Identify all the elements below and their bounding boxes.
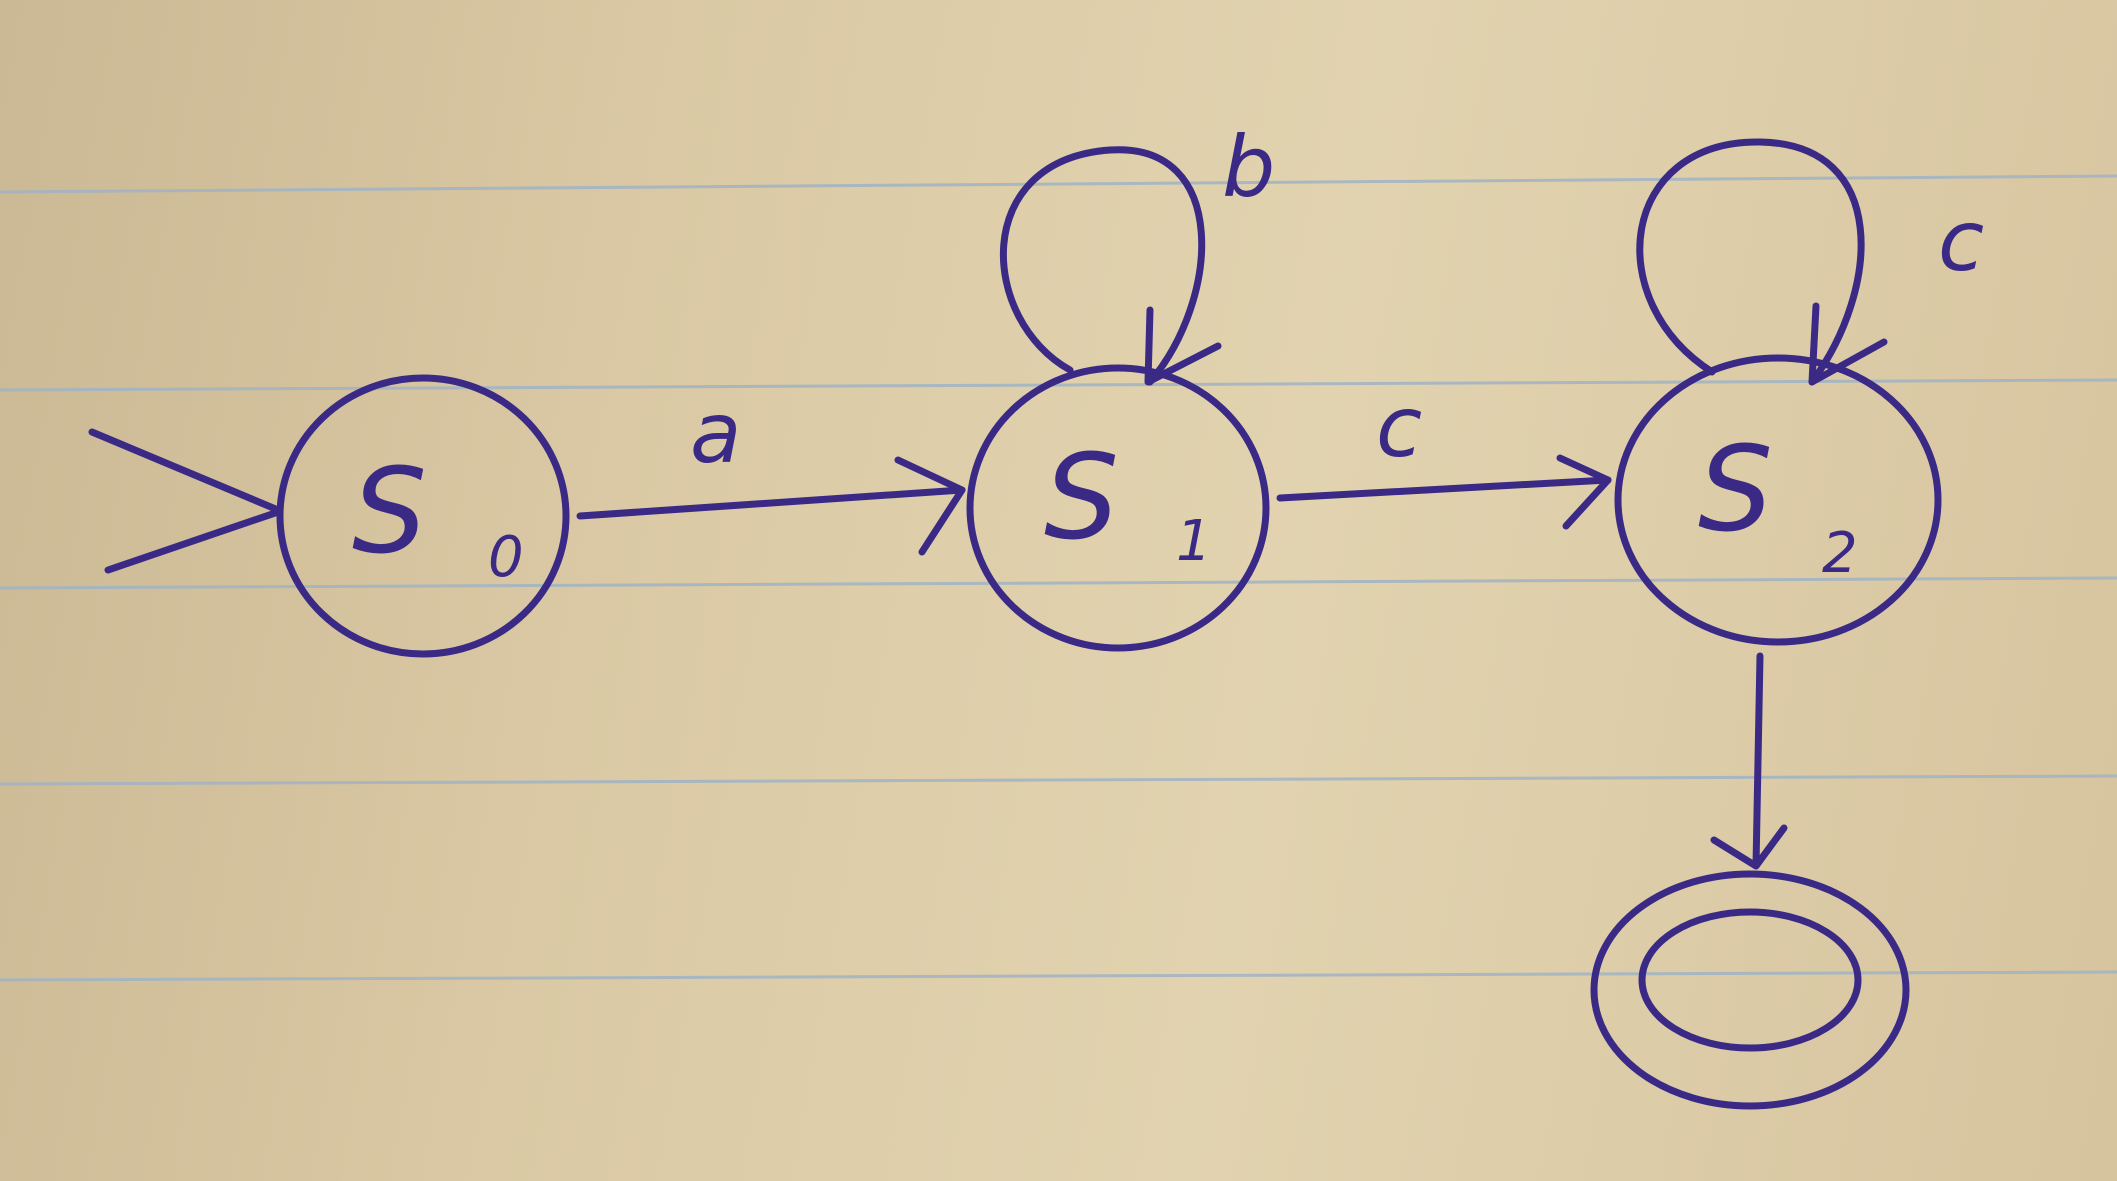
state-s1[interactable]: S 1	[966, 364, 1270, 652]
state-s0-label: S	[352, 442, 427, 580]
transition-s1-s2-label: c	[1376, 378, 1422, 476]
arrow-head-icon	[1556, 454, 1612, 530]
transition-s2-accept-line	[1752, 652, 1764, 870]
transition-s2-self: c	[1636, 138, 1984, 386]
transition-s0-s1-line	[576, 486, 966, 520]
transition-s1-s2-line	[1276, 476, 1612, 502]
state-accept-outer-circle	[1590, 870, 1910, 1110]
transition-s2-self-label: c	[1938, 192, 1984, 290]
state-s2-label: S	[1698, 420, 1773, 558]
arrow-head-icon	[894, 456, 966, 556]
state-accept-inner-circle	[1638, 908, 1862, 1052]
transition-s0-s1: a	[576, 384, 966, 556]
state-s1-label: S	[1044, 428, 1119, 566]
ruled-lines	[0, 174, 2117, 982]
transition-s0-s1-label: a	[690, 384, 741, 482]
state-s2-circle	[1614, 354, 1942, 646]
transition-s1-self: b	[999, 118, 1275, 386]
state-accept[interactable]	[1590, 870, 1910, 1110]
state-s1-subscript: 1	[1176, 509, 1212, 574]
state-s1-circle	[966, 364, 1270, 652]
transition-s2-accept	[1710, 652, 1788, 870]
arrow-head-icon	[1808, 302, 1888, 386]
transition-s1-self-label: b	[1222, 118, 1275, 216]
transition-s1-self-loop	[999, 146, 1206, 386]
arrow-head-icon	[1144, 306, 1222, 386]
transition-s2-self-loop	[1636, 138, 1865, 386]
state-s2[interactable]: S 2	[1614, 354, 1942, 646]
transition-s1-s2: c	[1276, 378, 1612, 530]
start-arrow	[88, 428, 282, 574]
state-s0-subscript: 0	[488, 525, 524, 590]
state-s0-circle	[276, 374, 570, 658]
state-s2-subscript: 2	[1822, 521, 1858, 586]
arrow-head-icon	[1710, 824, 1788, 870]
state-s0[interactable]: S 0	[276, 374, 570, 658]
